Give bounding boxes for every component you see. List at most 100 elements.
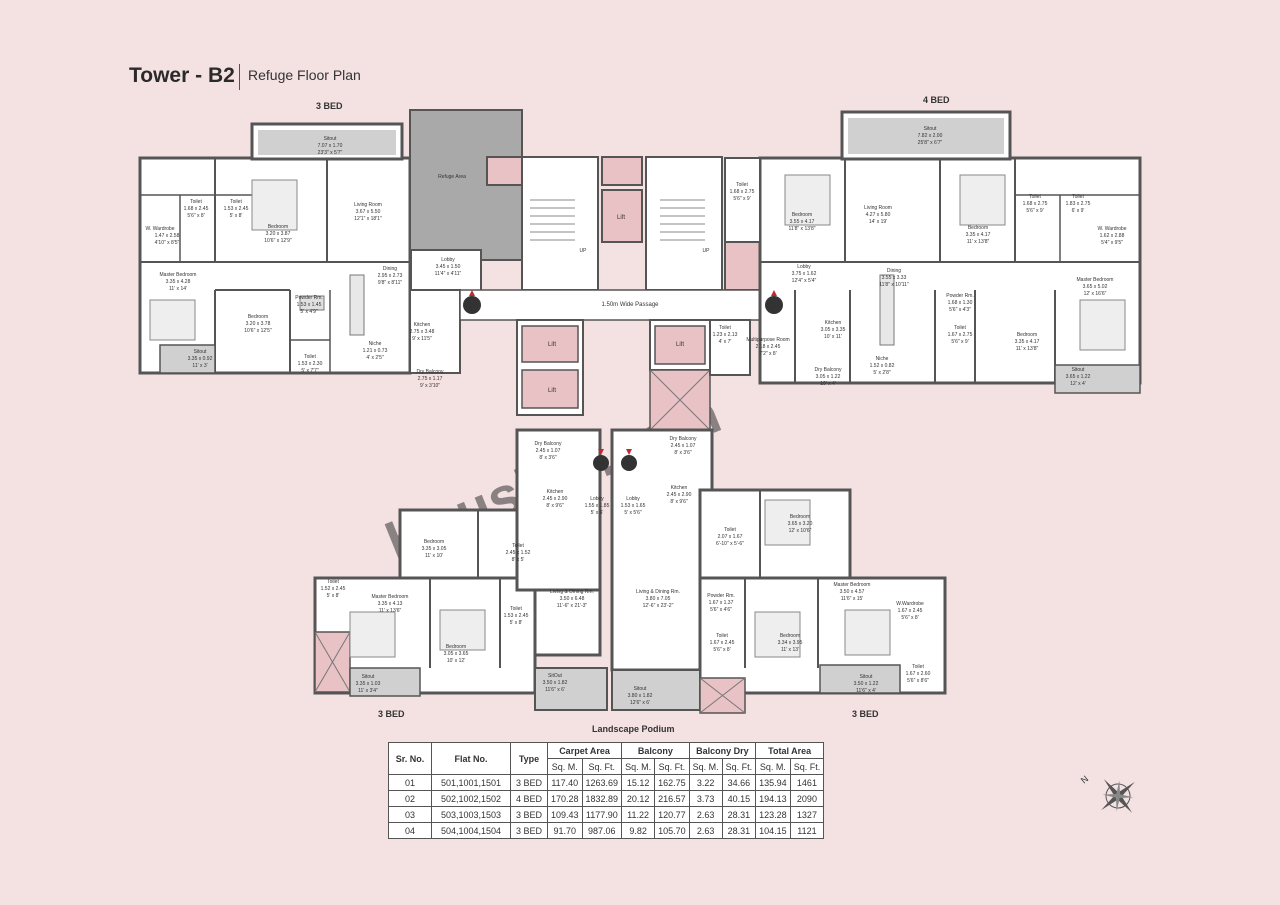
svg-text:5'6" x 8': 5'6" x 8' [901,615,918,621]
lift-label: Lift [548,388,556,394]
svg-text:7.07 x 1.70: 7.07 x 1.70 [318,143,343,149]
svg-text:2.45 x 2.90: 2.45 x 2.90 [667,492,692,498]
lift-mid-3 [654,325,706,365]
bed [844,609,891,656]
stair-up-label: UP [580,248,588,254]
lift-mid-2 [521,369,579,409]
room-name: SitOut [548,673,563,679]
svg-text:4' x 7': 4' x 7' [719,339,732,345]
room-name: W. Wardrobe [146,226,175,232]
room-name: Master Bedroom [160,272,197,278]
svg-text:4'10" x 8'5": 4'10" x 8'5" [155,240,180,246]
svg-text:3.35 x 0.92: 3.35 x 0.92 [188,356,213,362]
cell-balcony-sqft: 162.75 [654,774,690,791]
unit-01-sitout-deck [258,130,396,155]
compass-icon: N [1080,774,1135,813]
svg-text:11' x 13'8": 11' x 13'8" [1016,346,1039,352]
cell-flat: 502,1002,1502 [431,790,511,807]
bed [959,174,1006,226]
unit-sqft: Sq. Ft. [654,758,690,775]
svg-text:5'6" x 9': 5'6" x 9' [1026,208,1043,214]
svg-text:3.50 x 4.57: 3.50 x 4.57 [840,589,865,595]
svg-text:2.18 x 2.45: 2.18 x 2.45 [756,344,781,350]
cell-balcony-sqft: 105.70 [654,822,690,839]
svg-text:3.50 x 1.22: 3.50 x 1.22 [854,681,879,687]
svg-text:3.80 x 7.05: 3.80 x 7.05 [646,596,671,602]
svg-text:5'6" x 4'6": 5'6" x 4'6" [710,607,732,613]
cell-dry-sqft: 34.66 [721,774,757,791]
svg-text:5' x 6': 5' x 6' [591,510,604,516]
room-name: Master Bedroom [834,582,871,588]
passage-label: 1.50m Wide Passage [601,302,659,308]
svg-text:2.75 x 3.48: 2.75 x 3.48 [410,329,435,335]
cell-dry-sqm: 3.73 [688,790,723,807]
room-name: Toilet [724,527,736,533]
cell-dry-sqft: 40.15 [721,790,757,807]
svg-text:5'6" x 8'6": 5'6" x 8'6" [907,678,929,684]
area-table: Sr. No. Flat No. Type Carpet Area Balcon… [388,742,825,839]
room-name: Toilet [1029,194,1041,200]
room-name: Bedroom [248,314,268,320]
table-header-row: Sr. No. Flat No. Type Carpet Area Balcon… [388,742,825,775]
svg-text:12' x 10'6": 12' x 10'6" [789,528,812,534]
col-carpet-area: Carpet Area [546,742,623,759]
cell-balcony-sqm: 11.22 [621,806,656,823]
svg-text:1.53 x 1.45: 1.53 x 1.45 [297,302,322,308]
room-name: Toilet [510,606,522,612]
room-name: Powder Rm. [295,295,323,301]
cell-type: 4 BED [510,790,548,807]
svg-text:3.20 x 3.78: 3.20 x 3.78 [246,321,271,327]
cell-total-sqft: 1461 [789,774,825,791]
svg-text:1.53 x 2.45: 1.53 x 2.45 [224,206,249,212]
cell-dry-sqft: 28.31 [721,806,757,823]
cell-total-sqft: 2090 [789,790,825,807]
svg-text:11'6" x 6': 11'6" x 6' [545,687,565,693]
svg-text:8' x 5': 8' x 5' [512,557,525,563]
svg-text:12'4" x 5'4": 12'4" x 5'4" [792,278,817,284]
page-title: Tower - B2 [129,64,235,87]
lift-label: Lift [676,342,684,348]
room-name: Dry Balcony [535,441,562,447]
svg-text:1.67 x 2.75: 1.67 x 2.75 [948,332,973,338]
svg-text:1.68 x 2.45: 1.68 x 2.45 [184,206,209,212]
svg-text:1.53 x 2.45: 1.53 x 2.45 [504,613,529,619]
svg-text:14' x 19': 14' x 19' [869,219,887,225]
cell-total-sqft: 1327 [789,806,825,823]
unit-marker-03: 03 [621,449,637,471]
svg-text:3.50 x 1.82: 3.50 x 1.82 [543,680,568,686]
unit-marker-04: 04 [593,449,609,471]
svg-text:3.34 x 3.95: 3.34 x 3.95 [778,640,803,646]
svg-text:11' x 13'6": 11' x 13'6" [379,608,402,614]
unit-type-label: 3 BED [316,101,343,111]
col-sr-no: Sr. No. [388,742,432,775]
room-name: Toilet [190,199,202,205]
bed [784,174,831,226]
room-name: Bedroom [792,212,812,218]
svg-text:5'4" x 9'5": 5'4" x 9'5" [1101,240,1123,246]
cell-carpet-sqm: 117.40 [547,774,583,791]
svg-text:9' x 11'5": 9' x 11'5" [412,336,432,342]
bed [754,611,801,658]
svg-text:23'3" x 5'7": 23'3" x 5'7" [318,150,343,156]
svg-text:1.67 x 1.37: 1.67 x 1.37 [709,600,734,606]
svg-text:5' x 8': 5' x 8' [510,620,523,626]
cell-sr: 03 [388,806,432,823]
room-name: W. Wardrobe [1098,226,1127,232]
room-name: Niche [876,356,889,362]
unit-sqm: Sq. M. [755,758,791,775]
svg-text:5' x 8': 5' x 8' [327,593,340,599]
lift-top [601,189,643,243]
svg-text:4.27 x 5.80: 4.27 x 5.80 [866,212,891,218]
unit-sqft: Sq. Ft. [721,758,757,775]
svg-text:11' x 14': 11' x 14' [169,286,187,292]
room-name: Toilet [230,199,242,205]
svg-text:3.80 x 1.82: 3.80 x 1.82 [628,693,653,699]
svg-text:3.55 x 3.33: 3.55 x 3.33 [882,275,907,281]
svg-text:2.45 x 1.07: 2.45 x 1.07 [536,448,561,454]
svg-text:1.68 x 2.75: 1.68 x 2.75 [730,189,755,195]
room-name: Toilet [736,182,748,188]
room-name: Toilet [954,325,966,331]
